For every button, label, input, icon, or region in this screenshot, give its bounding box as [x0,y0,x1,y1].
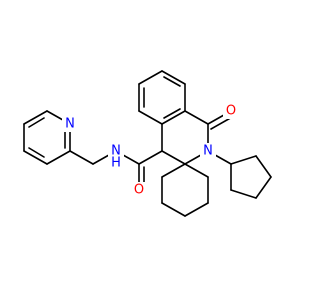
bond [69,150,94,165]
lactam-oxygen-label: O [226,104,236,119]
bond [28,117,45,128]
bond [230,189,257,199]
bond [161,150,186,165]
amide-nitrogen-label: N [111,144,121,159]
bonds [23,70,272,217]
ring-nitrogen-label: N [203,144,213,159]
bond [163,76,181,87]
bond [138,70,163,85]
bond [230,155,257,165]
bond [184,163,209,178]
bond [23,150,48,165]
bond [163,108,181,119]
bond [255,176,272,199]
bond [138,110,163,125]
bond [138,150,163,165]
bond [161,70,186,85]
bond [255,155,272,178]
bond [23,110,48,125]
pyridine-nitrogen-label: N [65,117,75,132]
bond [184,110,209,125]
amide-oxygen-label: O [134,183,144,198]
molecule-diagram: O N O N H N [23,70,272,217]
bond [28,147,45,158]
bond [46,150,71,165]
amide-hydrogen-label: H [111,156,121,171]
bond [184,202,209,217]
bond [161,202,186,217]
bond [161,163,186,178]
bond [161,110,186,125]
atom-labels: O N O N H N [62,103,239,198]
